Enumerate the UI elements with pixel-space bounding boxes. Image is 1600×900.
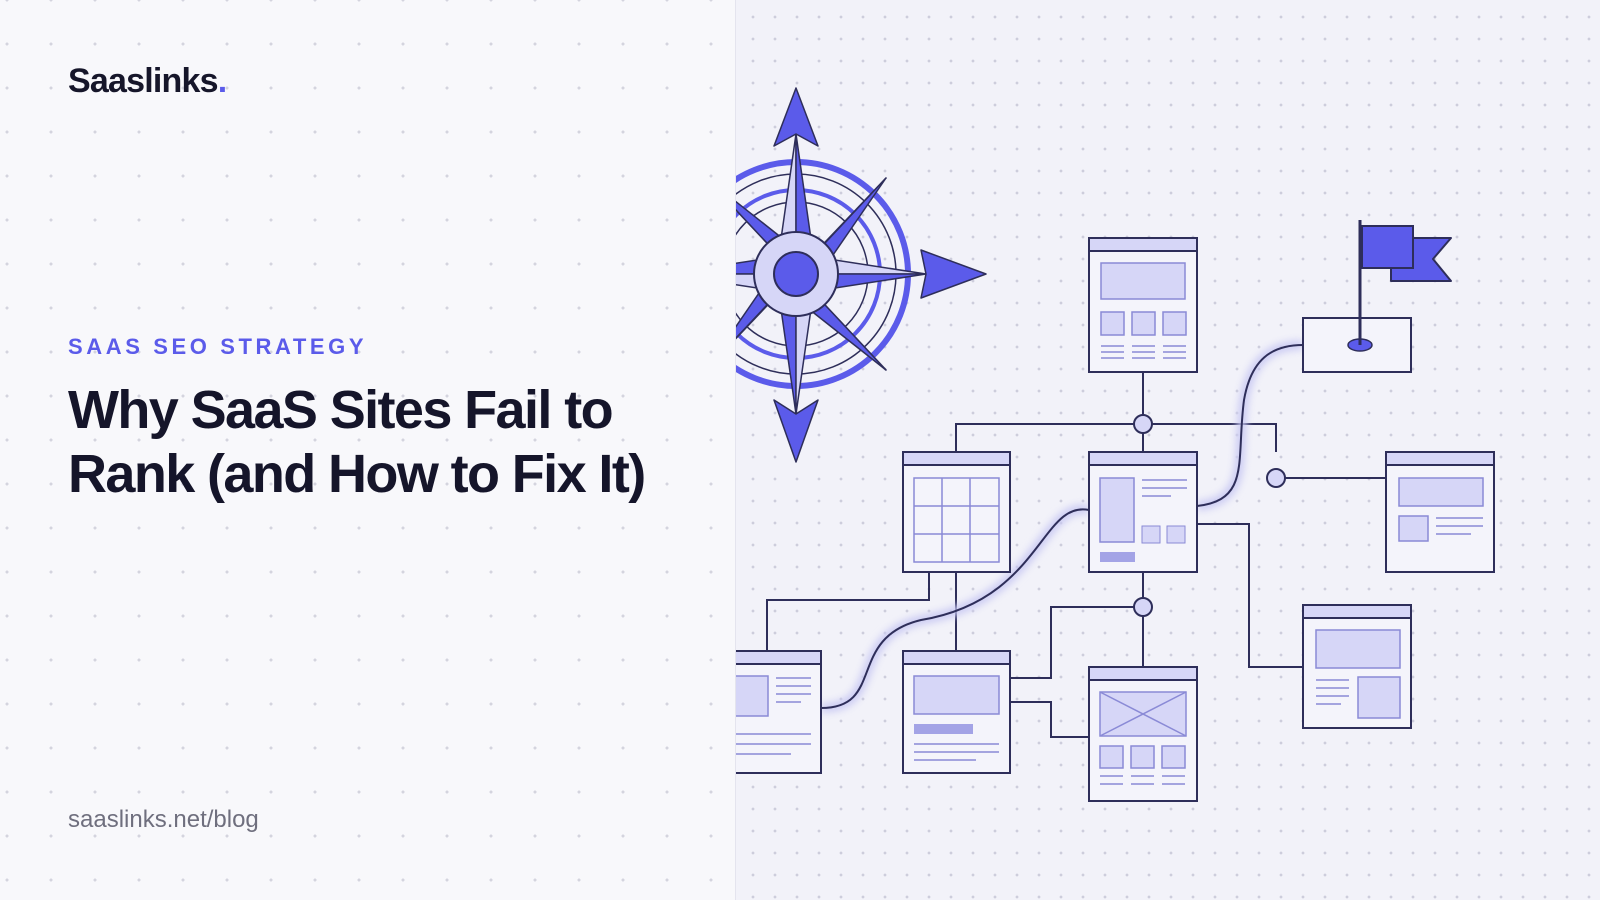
highlight-path <box>820 508 1090 709</box>
junction-node <box>1133 597 1153 617</box>
tree-connectors <box>766 372 1386 738</box>
blog-url[interactable]: saaslinks.net/blog <box>68 806 259 833</box>
page-card-bottom-left <box>736 650 822 774</box>
brand-logo[interactable]: Saaslinks. <box>68 62 227 101</box>
site-structure-illustration <box>736 87 1495 802</box>
left-panel: Saaslinks. SAAS SEO STRATEGY Why SaaS Si… <box>0 0 735 900</box>
page-card-bottom-mid <box>902 650 1011 774</box>
path-glow-upper <box>1196 340 1304 511</box>
page-card-grid <box>902 451 1011 573</box>
category-label: SAAS SEO STRATEGY <box>68 334 368 359</box>
brand-name: Saaslinks <box>68 62 218 100</box>
brand-logo-dot: . <box>217 62 227 100</box>
flag-icon <box>1302 220 1452 373</box>
junction-nodes <box>1133 414 1286 617</box>
highlight-path-upper <box>1196 344 1304 507</box>
compass-icon <box>736 87 987 463</box>
page-card-bottom-right <box>1302 604 1412 729</box>
page-title: Why SaaS Sites Fail to Rank (and How to … <box>68 380 646 504</box>
page-card-center <box>1088 451 1198 573</box>
page-cards <box>736 237 1495 802</box>
junction-node <box>1266 468 1286 488</box>
page-card-bottom-center <box>1088 666 1198 802</box>
page-card-right <box>1385 451 1495 573</box>
hero-illustration <box>735 0 1600 900</box>
junction-node <box>1133 414 1153 434</box>
page-card-top <box>1088 237 1198 373</box>
